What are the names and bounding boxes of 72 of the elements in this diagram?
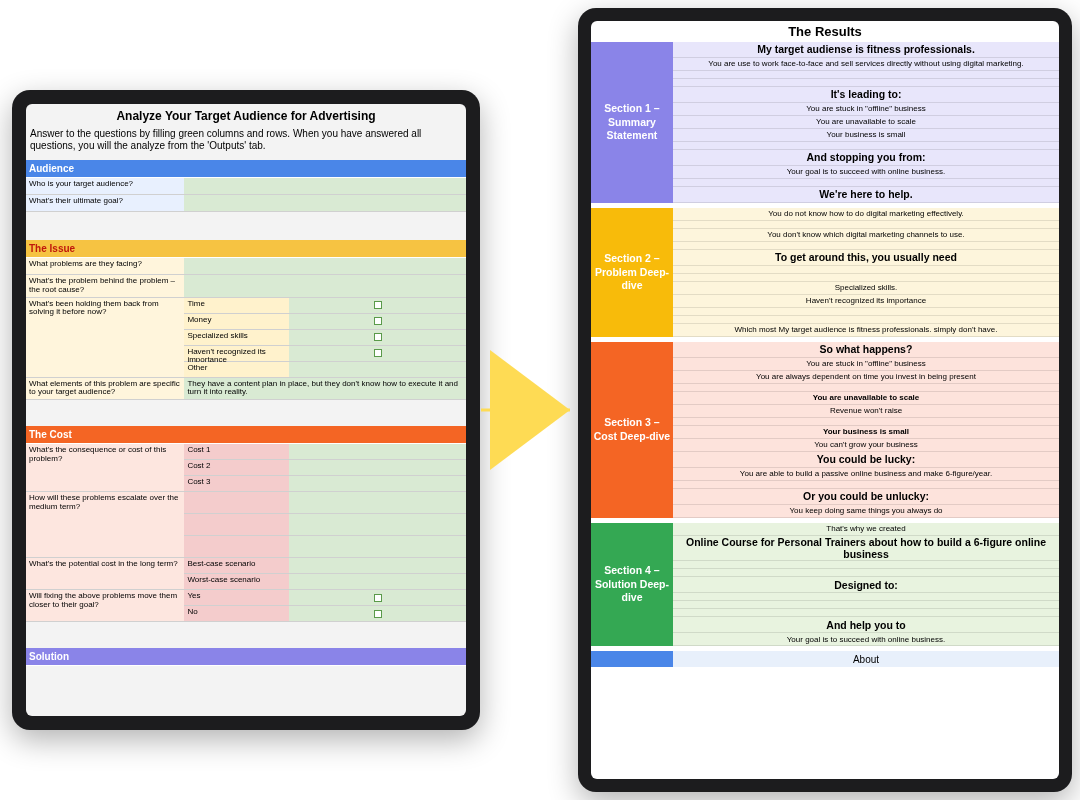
answer-cell: They have a content plan in place, but they don't know how to execute it and turn it into reality. — [184, 377, 466, 401]
question-cell: What's their ultimate goal? — [26, 195, 185, 212]
sheet-section — [26, 160, 466, 212]
option-cell: No — [184, 606, 290, 623]
section-header: Audience — [26, 160, 466, 178]
instructions-text: Answer to the questions by filling green columns and rows. When you have answered all questions, you will the analyze from the 'Outputs' tab. — [29, 127, 423, 153]
results-section — [591, 42, 1059, 203]
result-text: Which most My target audience is fitness professionals. simply don't have. — [734, 325, 998, 335]
sheet-section — [26, 426, 466, 623]
question-cell: What's the problem behind the problem – the root cause? — [26, 275, 185, 298]
question-cell: What problems are they facing? — [26, 258, 185, 275]
option-cell: Yes — [184, 590, 290, 607]
result-text: You are unavailable to scale — [816, 117, 916, 127]
option-cell: Best-case scenario — [184, 558, 290, 575]
option-cell: Cost 3 — [184, 476, 290, 493]
results-section — [591, 208, 1059, 337]
result-text: And help you to — [826, 618, 906, 631]
result-text: You do not know how to do digital marketing effectively. — [768, 209, 964, 219]
sheet-title: Analyze Your Target Audience for Advertising — [115, 108, 377, 125]
result-text: Online Course for Personal Trainers about how to build a 6-figure online business — [685, 536, 1047, 561]
result-text: You can't grow your business — [814, 440, 918, 450]
sheet-section — [26, 240, 466, 401]
question-cell: What's been holding them back from solving it before now? — [26, 297, 185, 378]
section-title-cell: Section 4 – Solution Deep-dive — [591, 523, 673, 647]
result-text: Your business is small — [826, 130, 906, 140]
result-text: It's leading to: — [830, 88, 902, 101]
question-cell: How will these problems escalate over the medium term? — [26, 492, 185, 559]
result-text: So what happens? — [819, 343, 913, 356]
result-text: My target audiense is fitness professionals. — [757, 43, 975, 56]
result-text: You are unavailable to scale — [812, 393, 920, 403]
result-text: You keep doing same things you always do — [789, 506, 943, 516]
option-cell: Other — [184, 361, 290, 378]
option-cell: Cost 2 — [184, 460, 290, 477]
tablet-frame — [578, 8, 1072, 792]
section-header: Solution — [26, 648, 466, 667]
results-title: The Results — [787, 23, 863, 41]
result-text: That's why we created — [826, 524, 906, 534]
option-cell: Cost 1 — [184, 444, 290, 461]
results-section — [591, 523, 1059, 647]
result-text: You don't know which digital marketing channels to use. — [767, 230, 965, 240]
results-section — [591, 342, 1059, 518]
option-cell: Worst-case scenario — [184, 574, 290, 591]
result-text: To get around this, you usually need — [775, 251, 957, 264]
section-header: The Issue — [26, 240, 466, 258]
result-text: Specialized skills. — [834, 283, 898, 293]
question-cell: What's the potential cost in the long term? — [26, 558, 185, 591]
result-text: You are stuck in "offline" business — [806, 104, 926, 114]
tablet-frame — [12, 90, 480, 730]
result-text: We're here to help. — [819, 188, 913, 201]
result-text: Or you could be unlucky: — [803, 490, 929, 503]
question-cell: Will fixing the above problems move them closer to their goal? — [26, 590, 185, 623]
arrow — [481, 350, 570, 470]
question-cell: What elements of this problem are specific to your target audience? — [26, 377, 185, 401]
section-header: The Cost — [26, 426, 466, 445]
question-cell: What's the consequence or cost of this problem? — [26, 444, 185, 493]
result-text: You could be lucky: — [816, 453, 916, 466]
result-text: Your business is small — [822, 427, 910, 437]
about-cell: About — [673, 651, 1059, 668]
result-text: Haven't recognized its importance — [805, 296, 927, 306]
result-text: Revenue won't raise — [829, 406, 903, 416]
question-cell: Who is your target audience? — [26, 178, 185, 195]
result-text: Designed to: — [834, 578, 898, 591]
result-text: You are always dependent on time you invest in being present — [756, 372, 976, 382]
section-title-cell: Section 1 – Summary Statement — [591, 42, 673, 203]
result-text: You are able to build a passive online business and make 6-figure/year. — [739, 469, 993, 479]
result-text: You are use to work face-to-face and sell services directly without using digital marketing. — [708, 59, 1024, 69]
result-text: Your goal is to succeed with online business. — [786, 634, 946, 644]
section-title-cell: Section 2 – Problem Deep-dive — [591, 208, 673, 337]
result-text: Your goal is to succeed with online business. — [786, 167, 946, 177]
result-text: You are stuck in "offline" business — [806, 359, 926, 369]
section-title-cell: Section 3 – Cost Deep-dive — [591, 342, 673, 518]
result-text: And stopping you from: — [806, 151, 926, 164]
